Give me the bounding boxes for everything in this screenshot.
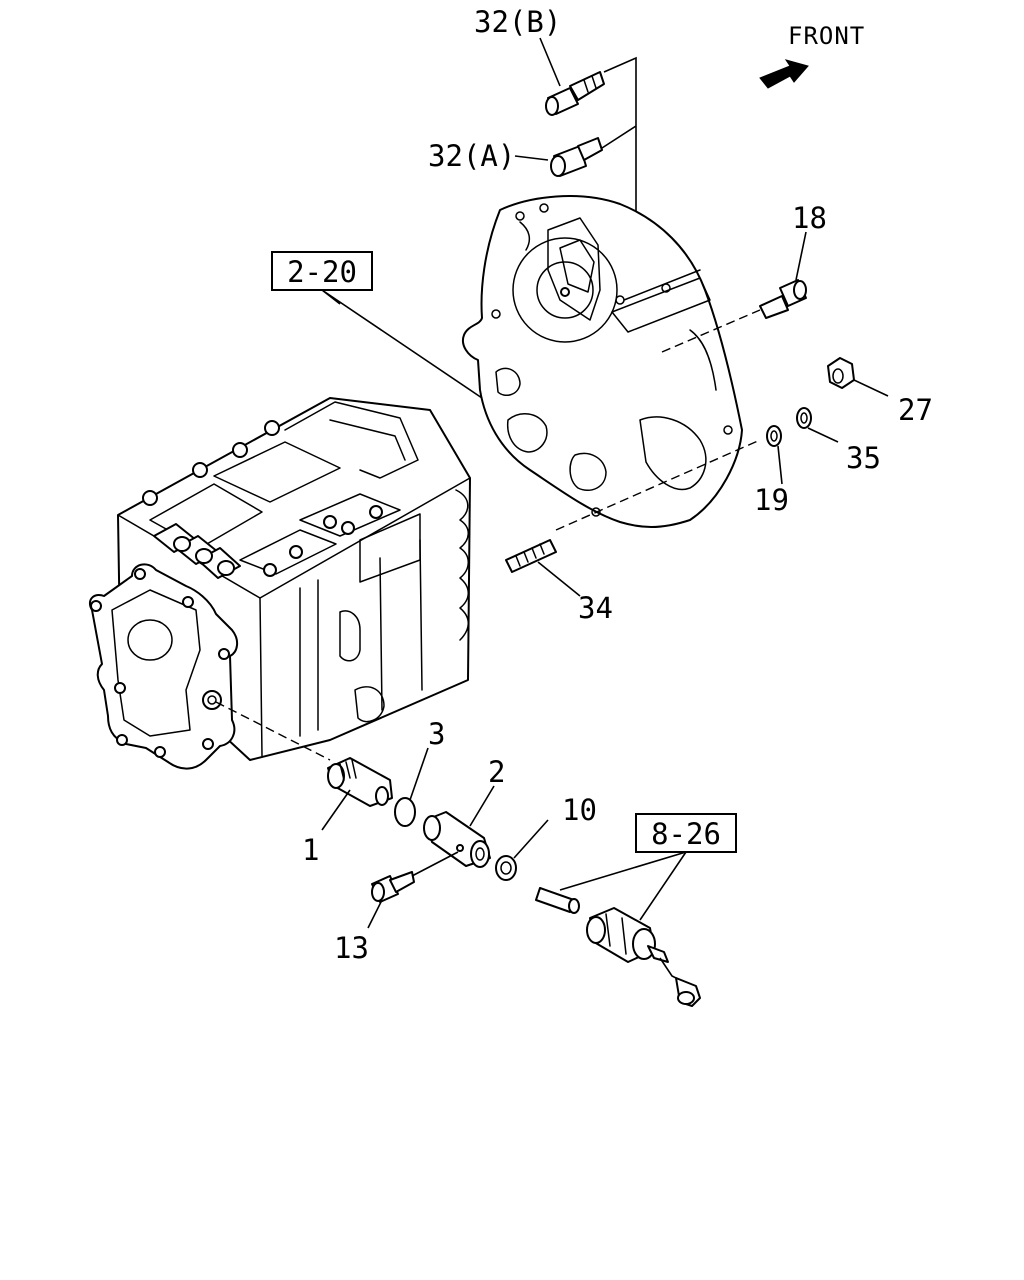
leader-18: [795, 231, 807, 281]
flywheel-housing: [462, 195, 743, 528]
callout-3: 3: [428, 717, 445, 751]
shaft-1: [327, 757, 393, 807]
leader-2: [469, 785, 495, 827]
leader-2-20: [321, 289, 483, 399]
dash-line-shaft: [215, 701, 331, 761]
dash-line-stud: [555, 439, 761, 531]
leader-3: [409, 747, 429, 801]
leader-34: [537, 561, 581, 597]
ref-box-8-26: 8-26: [635, 813, 737, 853]
speed-sensor: [586, 907, 701, 1007]
callout-2: 2: [488, 755, 505, 789]
callout-18: 18: [792, 201, 827, 235]
stud-34: [505, 539, 557, 573]
leader-13-to-sleeve: [411, 851, 459, 877]
leader-8-26: [559, 851, 687, 921]
leader-1: [321, 789, 351, 831]
callout-27: 27: [898, 393, 933, 427]
ref-box-2-20: 2-20: [271, 251, 373, 291]
callout-34: 34: [578, 591, 613, 625]
callout-35: 35: [846, 441, 881, 475]
sleeve-2: [423, 811, 491, 868]
lock-washer-35: [796, 407, 812, 429]
transmission-case: [88, 397, 471, 770]
callout-32b: 32(B): [474, 5, 561, 39]
ref-box-8-26-label: 8-26: [651, 817, 721, 851]
pin: [535, 887, 580, 914]
bolt-18: [759, 279, 807, 319]
callout-19: 19: [754, 483, 789, 517]
seal-10: [495, 855, 517, 881]
bolt-13: [371, 871, 415, 903]
callout-13: 13: [334, 931, 369, 965]
callout-10: 10: [562, 793, 597, 827]
washer-19: [766, 425, 782, 447]
ref-box-2-20-label: 2-20: [287, 255, 357, 289]
dash-line-18: [661, 309, 761, 353]
leader-35: [807, 427, 839, 443]
nut-27: [827, 357, 855, 389]
front-label: FRONT: [788, 22, 865, 50]
o-ring-3: [394, 797, 416, 827]
leader-13: [367, 899, 383, 929]
callout-32a: 32(A): [428, 139, 515, 173]
front-direction-arrow-icon: [759, 59, 809, 89]
leader-32b: [539, 37, 561, 87]
leader-27: [853, 379, 889, 397]
callout-1: 1: [302, 833, 319, 867]
bolt-32a: [550, 137, 603, 177]
leader-10: [513, 819, 549, 859]
leader-32a: [514, 155, 549, 161]
leader-19: [777, 445, 783, 485]
bolt-32b: [545, 71, 605, 116]
